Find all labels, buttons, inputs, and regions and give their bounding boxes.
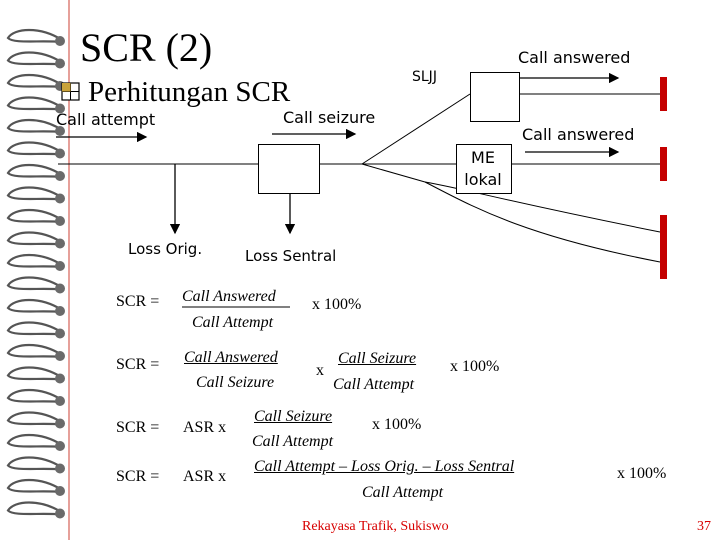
branch-sljj bbox=[361, 93, 471, 165]
call-attempt-label: Call attempt bbox=[56, 110, 156, 129]
binder-ring bbox=[6, 96, 65, 114]
binder-rings bbox=[6, 28, 65, 519]
margin-line bbox=[68, 0, 70, 540]
binder-ring bbox=[6, 411, 65, 429]
f4-denominator: Call Attempt bbox=[362, 484, 444, 501]
f3-suffix: x 100% bbox=[372, 416, 422, 433]
f3-lhs: SCR = bbox=[116, 419, 160, 436]
binder-ring bbox=[6, 28, 65, 46]
binder-ring bbox=[6, 118, 65, 136]
f2-numerator-1: Call Answered bbox=[184, 349, 278, 366]
lower-fan-1 bbox=[424, 181, 661, 233]
binder-ring bbox=[6, 456, 65, 474]
f3-numerator: Call Seizure bbox=[254, 408, 333, 425]
call-answered-mid-label: Call answered bbox=[522, 125, 635, 144]
loss-sentral-label: Loss Sentral bbox=[245, 247, 337, 265]
binder-ring bbox=[6, 478, 65, 496]
f3-denominator: Call Attempt bbox=[252, 433, 334, 450]
f1-suffix: x 100% bbox=[312, 296, 362, 313]
binder-ring bbox=[6, 186, 65, 204]
page-number: 37 bbox=[697, 519, 711, 534]
branch-lower bbox=[361, 163, 426, 183]
f1-denominator: Call Attempt bbox=[192, 314, 274, 331]
f2-denominator-2: Call Attempt bbox=[333, 376, 415, 393]
f1-lhs: SCR = bbox=[116, 293, 160, 310]
binder-ring bbox=[6, 298, 65, 316]
f2-operator: x bbox=[316, 362, 324, 379]
bullet-item: Perhitungan SCR bbox=[60, 76, 290, 109]
f2-suffix: x 100% bbox=[450, 358, 500, 375]
terminal-lower-1 bbox=[660, 215, 667, 249]
sljj-label: SLJJ bbox=[412, 69, 437, 85]
me-lokal-box bbox=[456, 144, 512, 194]
binder-ring bbox=[6, 321, 65, 339]
binder-ring bbox=[6, 433, 65, 451]
binder-ring bbox=[6, 276, 65, 294]
binder-ring bbox=[6, 231, 65, 249]
f2-denominator-1: Call Seizure bbox=[196, 374, 275, 391]
f1-numerator: Call Answered bbox=[182, 288, 276, 305]
sljj-box bbox=[470, 72, 520, 122]
binder-ring bbox=[6, 343, 65, 361]
call-answered-top-label: Call answered bbox=[518, 48, 631, 67]
loss-orig-label: Loss Orig. bbox=[128, 240, 203, 258]
f3-asr: ASR x bbox=[183, 419, 227, 436]
binder-ring bbox=[6, 208, 65, 226]
terminal-top bbox=[660, 77, 667, 111]
lokal-label: lokal bbox=[464, 170, 502, 189]
binder-ring bbox=[6, 366, 65, 384]
call-seizure-label: Call seizure bbox=[283, 108, 376, 127]
terminal-lower-2 bbox=[660, 245, 667, 279]
bullet-icon bbox=[60, 78, 82, 101]
f4-numerator: Call Attempt – Loss Orig. – Loss Sentral bbox=[254, 458, 515, 475]
binder-ring bbox=[6, 141, 65, 159]
f4-asr: ASR x bbox=[183, 468, 227, 485]
local-exchange-box bbox=[258, 144, 320, 194]
binder-ring bbox=[6, 163, 65, 181]
slide-title: SCR (2) bbox=[80, 25, 213, 70]
binder-ring bbox=[6, 51, 65, 69]
f2-lhs: SCR = bbox=[116, 356, 160, 373]
footer-text: Rekayasa Trafik, Sukiswo bbox=[302, 519, 449, 534]
f4-lhs: SCR = bbox=[116, 468, 160, 485]
f2-numerator-2: Call Seizure bbox=[338, 350, 417, 367]
binder-ring bbox=[6, 388, 65, 406]
binder-ring bbox=[6, 253, 65, 271]
me-label: ME bbox=[471, 148, 495, 167]
lower-fan-2 bbox=[424, 181, 661, 263]
terminal-mid bbox=[660, 147, 667, 181]
bullet-text: Perhitungan SCR bbox=[88, 76, 291, 108]
binder-ring bbox=[6, 501, 65, 519]
f4-suffix: x 100% bbox=[617, 465, 667, 482]
